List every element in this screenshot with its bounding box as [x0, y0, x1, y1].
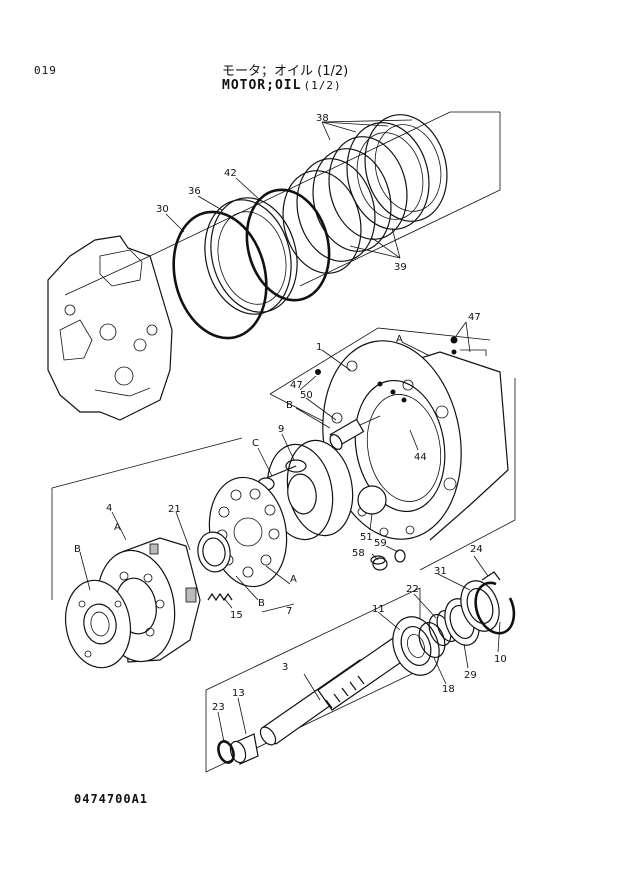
- callout-50: 50: [300, 390, 313, 401]
- callout-A-left: A: [114, 522, 121, 533]
- title-english-suffix: (1/2): [303, 79, 342, 92]
- callout-B-left: B: [74, 544, 81, 555]
- callout-21: 21: [168, 504, 181, 515]
- callout-3: 3: [282, 662, 288, 673]
- part-47-plugs: [315, 321, 487, 403]
- part-59-oring-small: [394, 549, 406, 563]
- part-31-seal: [460, 580, 500, 632]
- part-50-pin: [329, 415, 381, 450]
- callout-A-mid: A: [290, 574, 297, 585]
- callout-1: 1: [316, 342, 322, 353]
- callout-4: 4: [106, 503, 112, 514]
- part-38-discs: [346, 114, 448, 230]
- callout-11: 11: [372, 604, 385, 615]
- callout-44: 44: [414, 452, 427, 463]
- callout-B-top: B: [286, 400, 293, 411]
- part-1-motor-casing: [322, 340, 509, 541]
- callout-59: 59: [374, 538, 387, 549]
- callout-24: 24: [470, 544, 483, 555]
- part-15-spring: [207, 592, 233, 602]
- part-7-bushing: [197, 531, 231, 573]
- part-39-plates: [282, 136, 408, 274]
- part-36-ring: [204, 197, 298, 315]
- callout-7: 7: [286, 606, 292, 617]
- callout-15: 15: [230, 610, 243, 621]
- callout-31: 31: [434, 566, 447, 577]
- callout-B-mid: B: [258, 598, 265, 609]
- lower-leader-lines: [79, 341, 501, 743]
- title-english: MOTOR;OIL(1/2): [222, 78, 342, 93]
- part-10-snap-ring: [474, 581, 516, 635]
- callout-51: 51: [360, 532, 373, 543]
- part-30-o-ring: [172, 210, 268, 340]
- callout-58: 58: [352, 548, 365, 559]
- part-18-spacer: [418, 621, 446, 659]
- callout-18: 18: [442, 684, 455, 695]
- title-japanese: モータ；オイル (1/2): [222, 64, 349, 79]
- callout-42: 42: [224, 168, 237, 179]
- part-42-ring: [245, 188, 331, 302]
- part-9-cylinder: [257, 439, 354, 541]
- page-number: 019: [34, 64, 57, 77]
- part-51-ball: [357, 485, 387, 515]
- callout-9: 9: [278, 424, 284, 435]
- callout-23: 23: [212, 702, 225, 713]
- callout-10: 10: [494, 654, 507, 665]
- callout-47-top: 47: [468, 312, 481, 323]
- gearbox-housing-outline: [47, 235, 173, 421]
- callout-29: 29: [464, 670, 477, 681]
- part-23-snap-ring: [217, 740, 235, 764]
- document-number: 0474700A1: [74, 792, 149, 806]
- part-3-shaft: [259, 635, 411, 746]
- end-plate: [64, 579, 132, 669]
- callout-22: 22: [406, 584, 419, 595]
- upper-leader-lines: [165, 119, 413, 259]
- callout-A-top: A: [396, 334, 403, 345]
- upper-group-frame: [64, 111, 501, 296]
- title-english-main: MOTOR;OIL: [222, 78, 302, 93]
- callout-36: 36: [188, 186, 201, 197]
- part-58-plug: [370, 555, 388, 571]
- part-11-bearing: [392, 616, 440, 676]
- callout-39: 39: [394, 262, 407, 273]
- part-24-retainer: [481, 571, 501, 581]
- callout-47-left: 47: [290, 380, 303, 391]
- callout-30: 30: [156, 204, 169, 215]
- callout-13: 13: [232, 688, 245, 699]
- callout-labels: 38 39 42 36 30 47 47 1 A B 50 9 C 44 51 …: [74, 113, 507, 713]
- callout-38: 38: [316, 113, 329, 124]
- callout-C: C: [252, 438, 259, 449]
